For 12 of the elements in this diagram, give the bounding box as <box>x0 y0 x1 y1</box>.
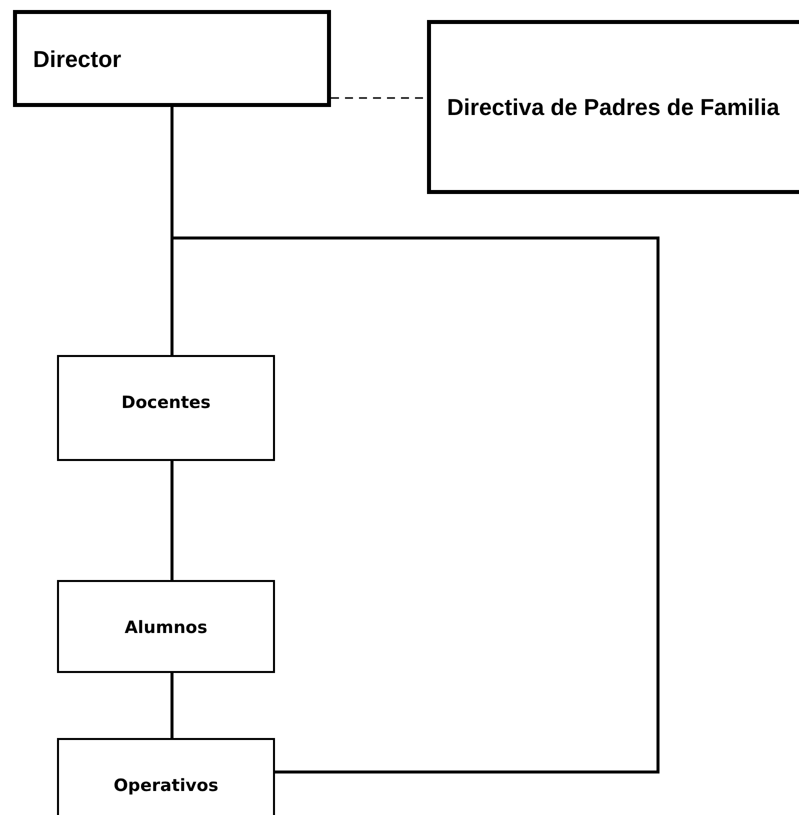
org-box <box>57 355 275 461</box>
box-label: Alumnos <box>124 617 208 640</box>
connector-line <box>170 461 174 580</box>
connector-line <box>170 673 174 738</box>
org-box <box>57 738 275 815</box>
box-label: Docentes <box>121 392 211 415</box>
org-box <box>57 580 275 673</box>
box-label: Director <box>33 44 122 74</box>
box-label: Operativos <box>114 775 218 798</box>
box-label: Directiva de Padres de Familia <box>447 93 780 122</box>
org-box <box>427 20 799 194</box>
org-box <box>13 10 331 107</box>
